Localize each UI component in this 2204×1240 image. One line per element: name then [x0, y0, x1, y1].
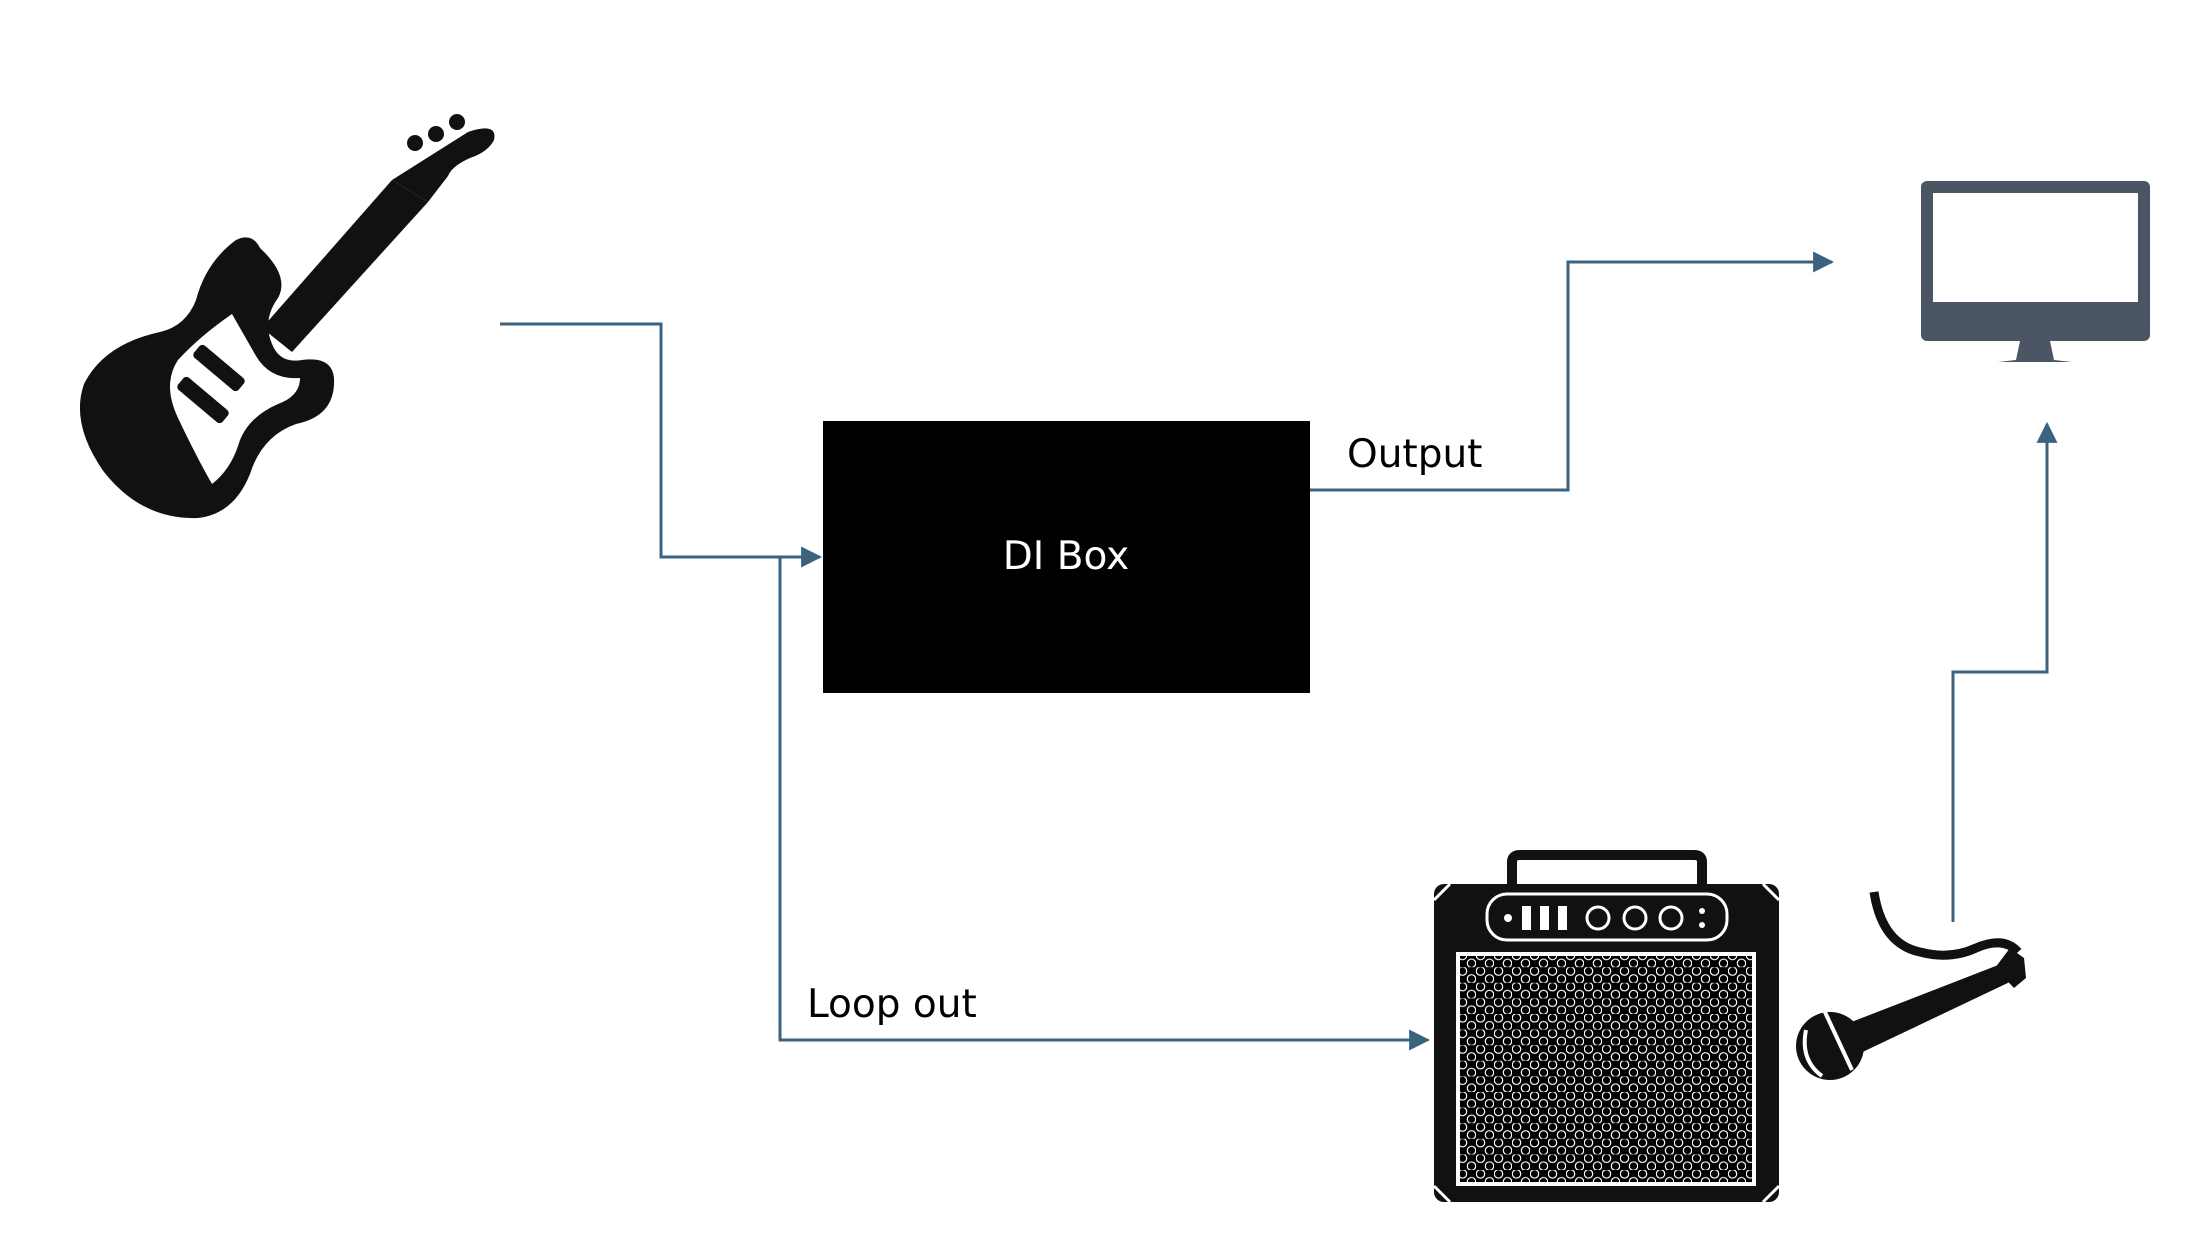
output-label: Output — [1347, 432, 1482, 477]
guitar-to-di-connector — [500, 322, 823, 568]
di-box: DI Box — [823, 421, 1310, 693]
connectors — [500, 251, 2058, 1051]
monitor-icon — [1921, 181, 2150, 362]
di-box-label: DI Box — [1003, 534, 1129, 579]
microphone-icon — [1796, 891, 2026, 1080]
mic-to-monitor-connector — [1951, 421, 2058, 922]
loop-out-label: Loop out — [807, 982, 977, 1027]
guitar-icon — [79, 114, 495, 519]
loop-out-connector — [778, 557, 1431, 1051]
di-output-connector — [1310, 251, 1835, 492]
amplifier-icon — [1432, 850, 1781, 1204]
di-box-rect — [823, 421, 1310, 693]
